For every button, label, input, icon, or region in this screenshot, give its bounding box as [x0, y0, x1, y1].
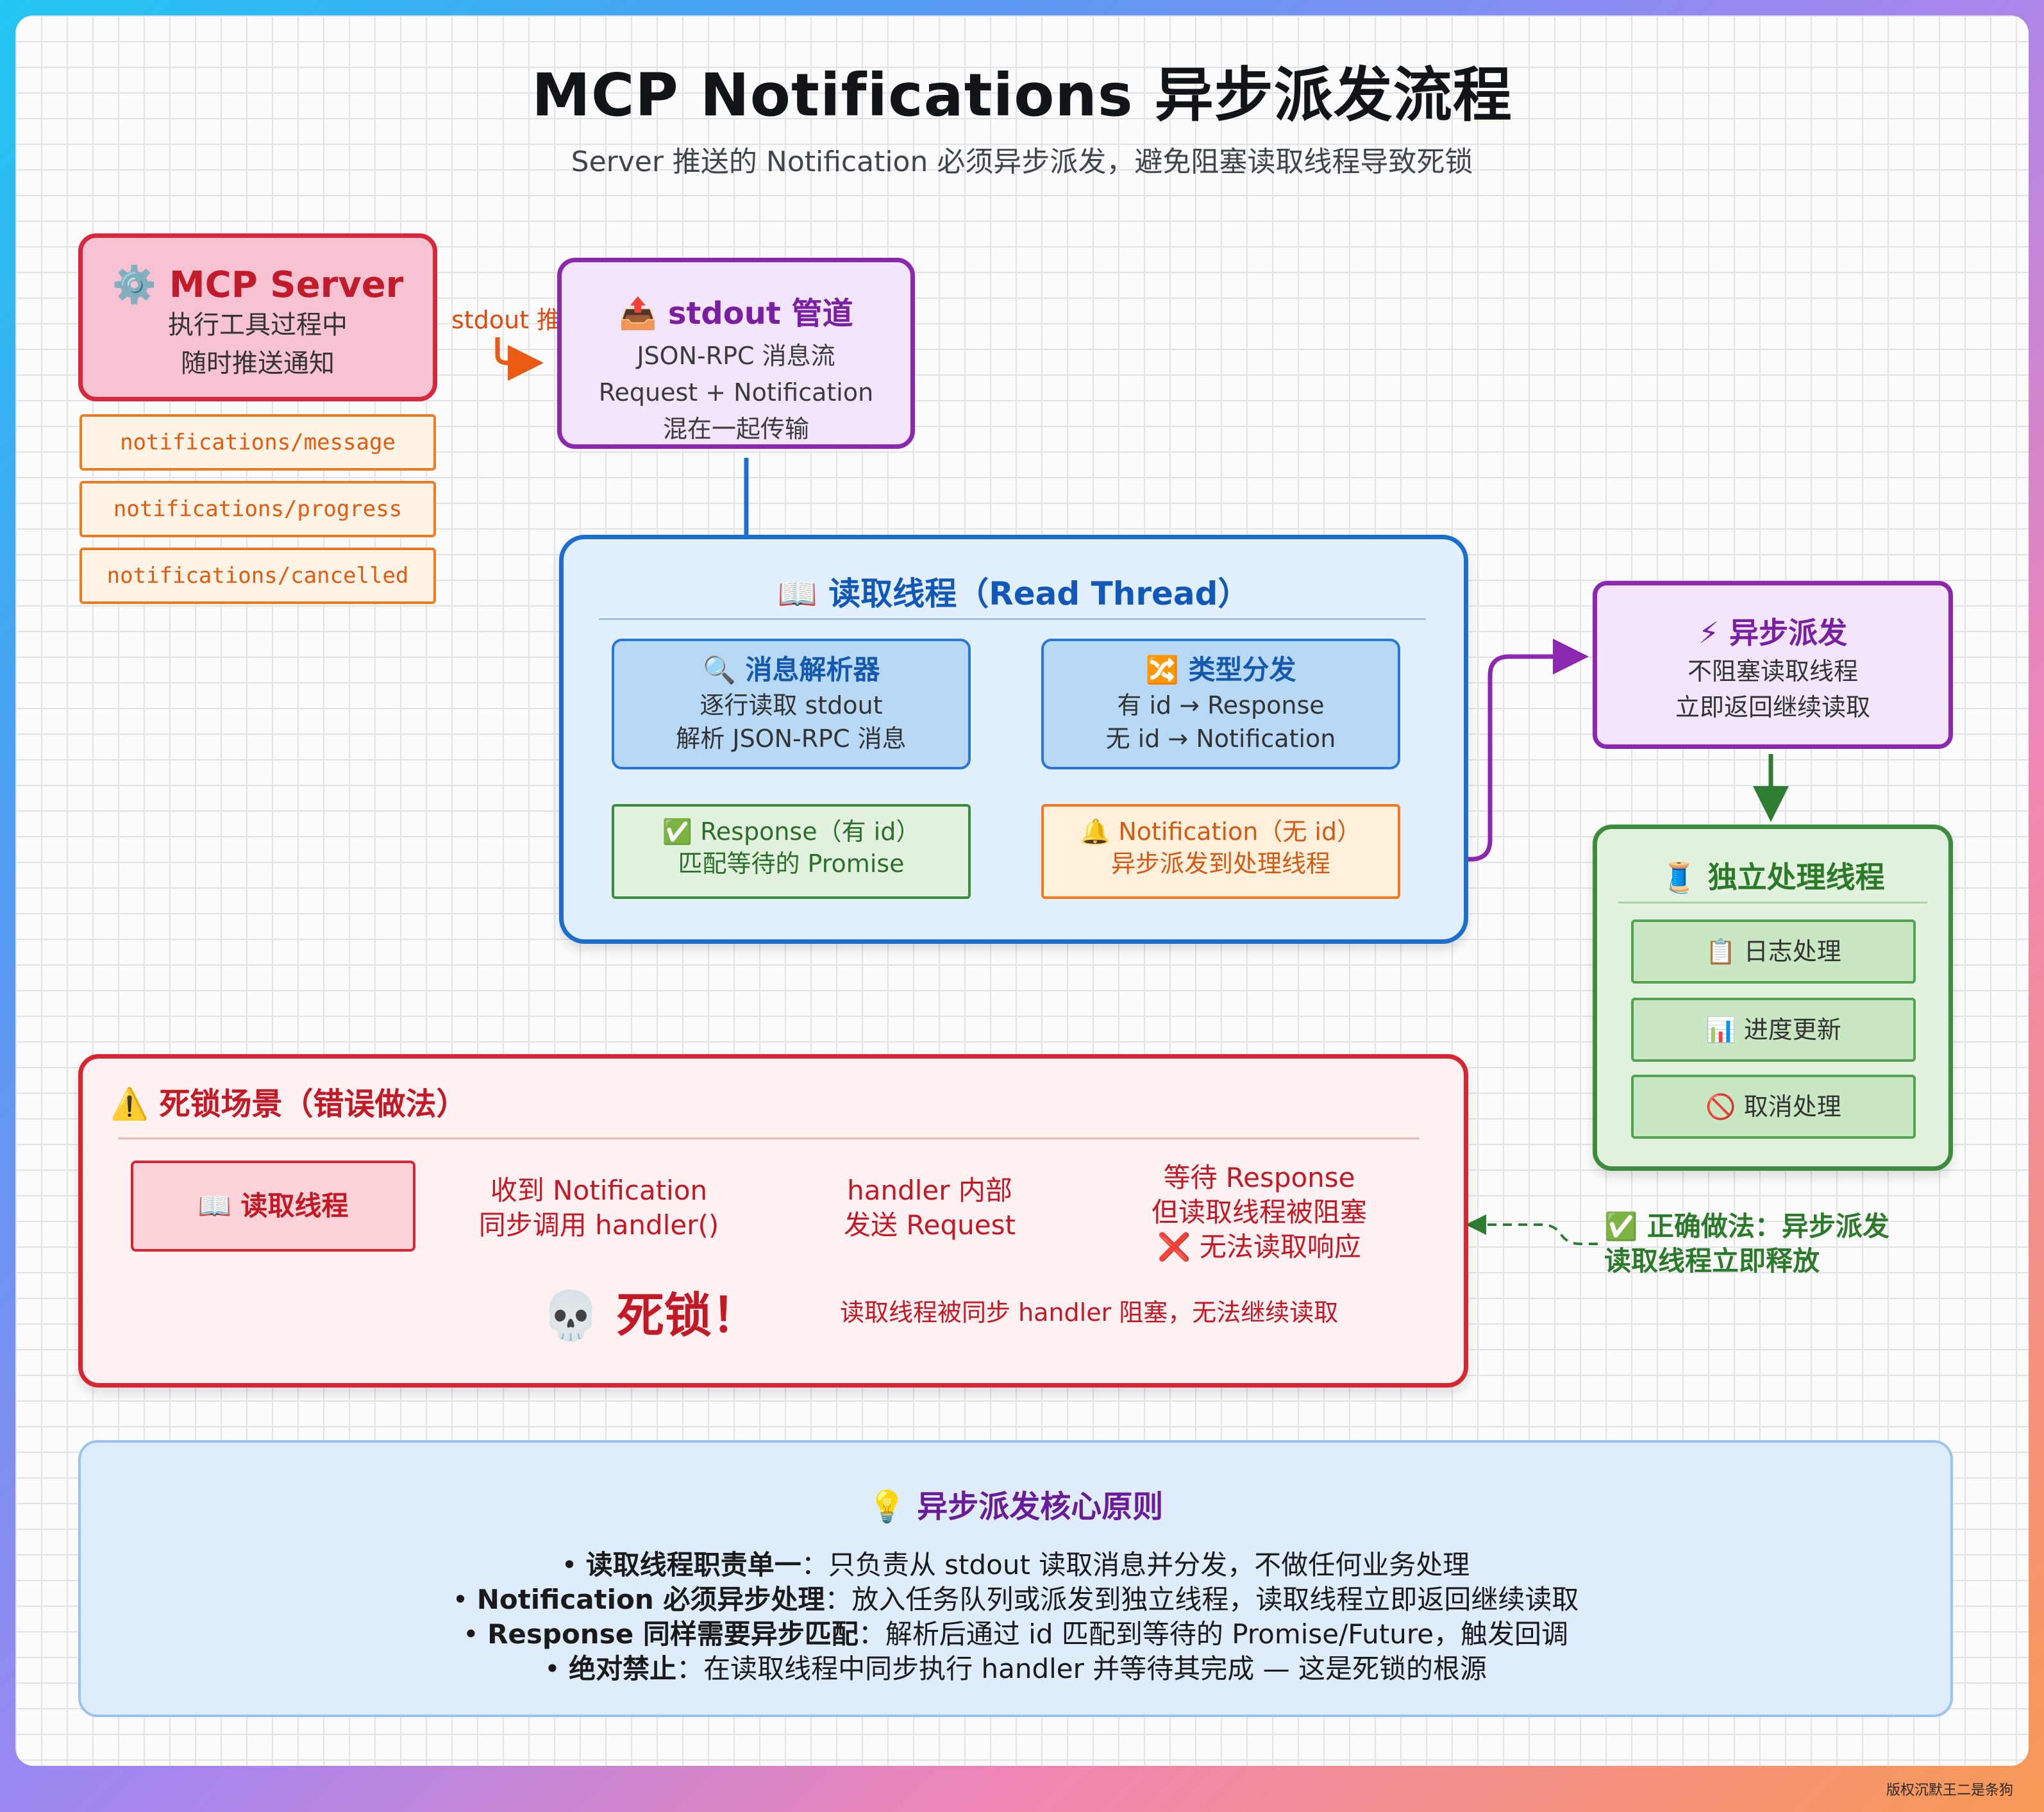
deadlock-title: ⚠️ 死锁场景（错误做法）	[110, 1086, 467, 1122]
message-parser-line: 逐行读取 stdout	[699, 691, 883, 719]
deadlock-step-receive: 收到 Notification 同步调用 handler()	[478, 1175, 719, 1241]
page-title: MCP Notifications 异步派发流程	[532, 61, 1512, 130]
bell-icon: 🔔	[1080, 818, 1111, 846]
check-icon: ✅	[1604, 1211, 1638, 1242]
deadlock-step-send-request: handler 内部 发送 Request	[844, 1175, 1016, 1241]
stdout-pipe-line: Request + Notification	[598, 378, 874, 407]
mcp-server-line: 执行工具过程中	[168, 310, 348, 340]
notification-method-progress: notifications/progress	[80, 481, 436, 537]
deadlock-divider	[118, 1137, 1420, 1139]
read-thread-title: 📖 读取线程（Read Thread）	[777, 575, 1250, 612]
skull-icon: 💀	[541, 1288, 601, 1343]
response-line: ✅ Response（有 id）	[662, 818, 921, 846]
deadlock-step-wait-response: 等待 Response 但读取线程被阻塞 ❌ 无法读取响应	[1151, 1162, 1367, 1263]
deadlock-note: 读取线程被同步 handler 阻塞，无法继续读取	[840, 1298, 1339, 1327]
principle-item: • Notification 必须异步处理：放入任务队列或派发到独立线程，读取线…	[452, 1584, 1579, 1615]
cross-mark-icon: ❌	[1157, 1231, 1191, 1263]
book-icon: 📖	[777, 575, 817, 612]
correct-approach-note: ✅ 正确做法：异步派发 读取线程立即释放	[1604, 1211, 1889, 1277]
deadlock-read-thread-node: 📖 读取线程	[131, 1161, 415, 1252]
outbox-icon: 📤	[619, 296, 658, 331]
arrow-correct-to-deadlock	[1466, 1214, 1598, 1245]
async-dispatch-node: ⚡ 异步派发 不阻塞读取线程 立即返回继续读取	[1593, 581, 1953, 749]
mcp-server-heading: ⚙️ MCP Server	[112, 264, 404, 306]
principles-list: • 读取线程职责单一：只负责从 stdout 读取消息并分发，不做任何业务处理 …	[78, 1548, 1953, 1686]
message-parser-line: 解析 JSON-RPC 消息	[676, 725, 907, 753]
type-router-line: 无 id → Notification	[1105, 725, 1336, 753]
principle-item: • 读取线程职责单一：只负责从 stdout 读取消息并分发，不做任何业务处理	[561, 1549, 1470, 1581]
notification-line: 🔔 Notification（无 id）	[1080, 818, 1362, 846]
worker-item-progress: 📊 进度更新	[1631, 998, 1916, 1062]
principles-title: 💡 异步派发核心原则	[867, 1489, 1164, 1525]
mcp-server-node: ⚙️ MCP Server 执行工具过程中 随时推送通知	[78, 233, 437, 401]
principle-item: • Response 同样需要异步匹配：解析后通过 id 匹配到等待的 Prom…	[462, 1618, 1569, 1650]
notification-method-cancelled: notifications/cancelled	[80, 548, 436, 604]
stdout-pipe-node: 📤 stdout 管道 JSON-RPC 消息流 Request + Notif…	[557, 258, 915, 449]
worker-item-log: 📋 日志处理	[1631, 919, 1916, 984]
notification-node: 🔔 Notification（无 id） 异步派发到处理线程	[1041, 804, 1400, 899]
clipboard-icon: 📋	[1705, 937, 1736, 966]
type-router-line: 有 id → Response	[1117, 691, 1325, 719]
message-parser-heading: 🔍 消息解析器	[702, 654, 880, 685]
worker-thread-title: 🧵 独立处理线程	[1661, 860, 1885, 894]
read-thread-divider	[599, 618, 1426, 620]
notification-line: 异步派发到处理线程	[1110, 850, 1330, 878]
thread-spool-icon: 🧵	[1661, 860, 1698, 894]
page-subtitle: Server 推送的 Notification 必须异步派发，避免阻塞读取线程导…	[571, 146, 1473, 178]
bar-chart-icon: 📊	[1705, 1016, 1736, 1044]
stdout-pipe-heading: 📤 stdout 管道	[619, 296, 853, 331]
lightbulb-icon: 💡	[867, 1489, 907, 1525]
warning-icon: ⚠️	[110, 1086, 149, 1122]
book-icon: 📖	[197, 1190, 231, 1221]
type-router-node: 🔀 类型分发 有 id → Response 无 id → Notificati…	[1041, 639, 1400, 769]
arrow-server-to-pipe	[495, 337, 544, 381]
worker-item-cancel: 🚫 取消处理	[1631, 1075, 1916, 1139]
principle-item: • 绝对禁止：在读取线程中同步执行 handler 并等待其完成 — 这是死锁的…	[544, 1653, 1487, 1684]
shuffle-icon: 🔀	[1145, 654, 1179, 685]
arrow-notification-to-async	[1403, 639, 1589, 862]
async-dispatch-line: 不阻塞读取线程	[1687, 657, 1858, 685]
async-dispatch-heading: ⚡ 异步派发	[1698, 616, 1848, 650]
notification-method-message: notifications/message	[80, 414, 436, 471]
mcp-server-line: 随时推送通知	[181, 349, 335, 378]
copyright-watermark: 版权沉默王二是条狗	[1886, 1783, 2013, 1799]
magnifier-icon: 🔍	[702, 654, 736, 685]
async-dispatch-line: 立即返回继续读取	[1675, 693, 1870, 721]
message-parser-node: 🔍 消息解析器 逐行读取 stdout 解析 JSON-RPC 消息	[612, 639, 971, 769]
response-node: ✅ Response（有 id） 匹配等待的 Promise	[612, 804, 971, 899]
response-line: 匹配等待的 Promise	[678, 850, 905, 878]
stdout-pipe-line: 混在一起传输	[662, 415, 809, 443]
lightning-icon: ⚡	[1698, 616, 1720, 650]
stdout-pipe-line: JSON-RPC 消息流	[637, 342, 835, 370]
worker-thread-divider	[1618, 902, 1927, 903]
deadlock-result: 💀 死锁！	[541, 1288, 759, 1343]
gear-icon: ⚙️	[112, 264, 157, 306]
type-router-heading: 🔀 类型分发	[1145, 654, 1296, 685]
prohibited-icon: 🚫	[1705, 1093, 1736, 1121]
principles-panel	[78, 1440, 1953, 1717]
canvas: MCP Notifications 异步派发流程 Server 推送的 Noti…	[15, 15, 2029, 1766]
check-icon: ✅	[662, 818, 692, 846]
